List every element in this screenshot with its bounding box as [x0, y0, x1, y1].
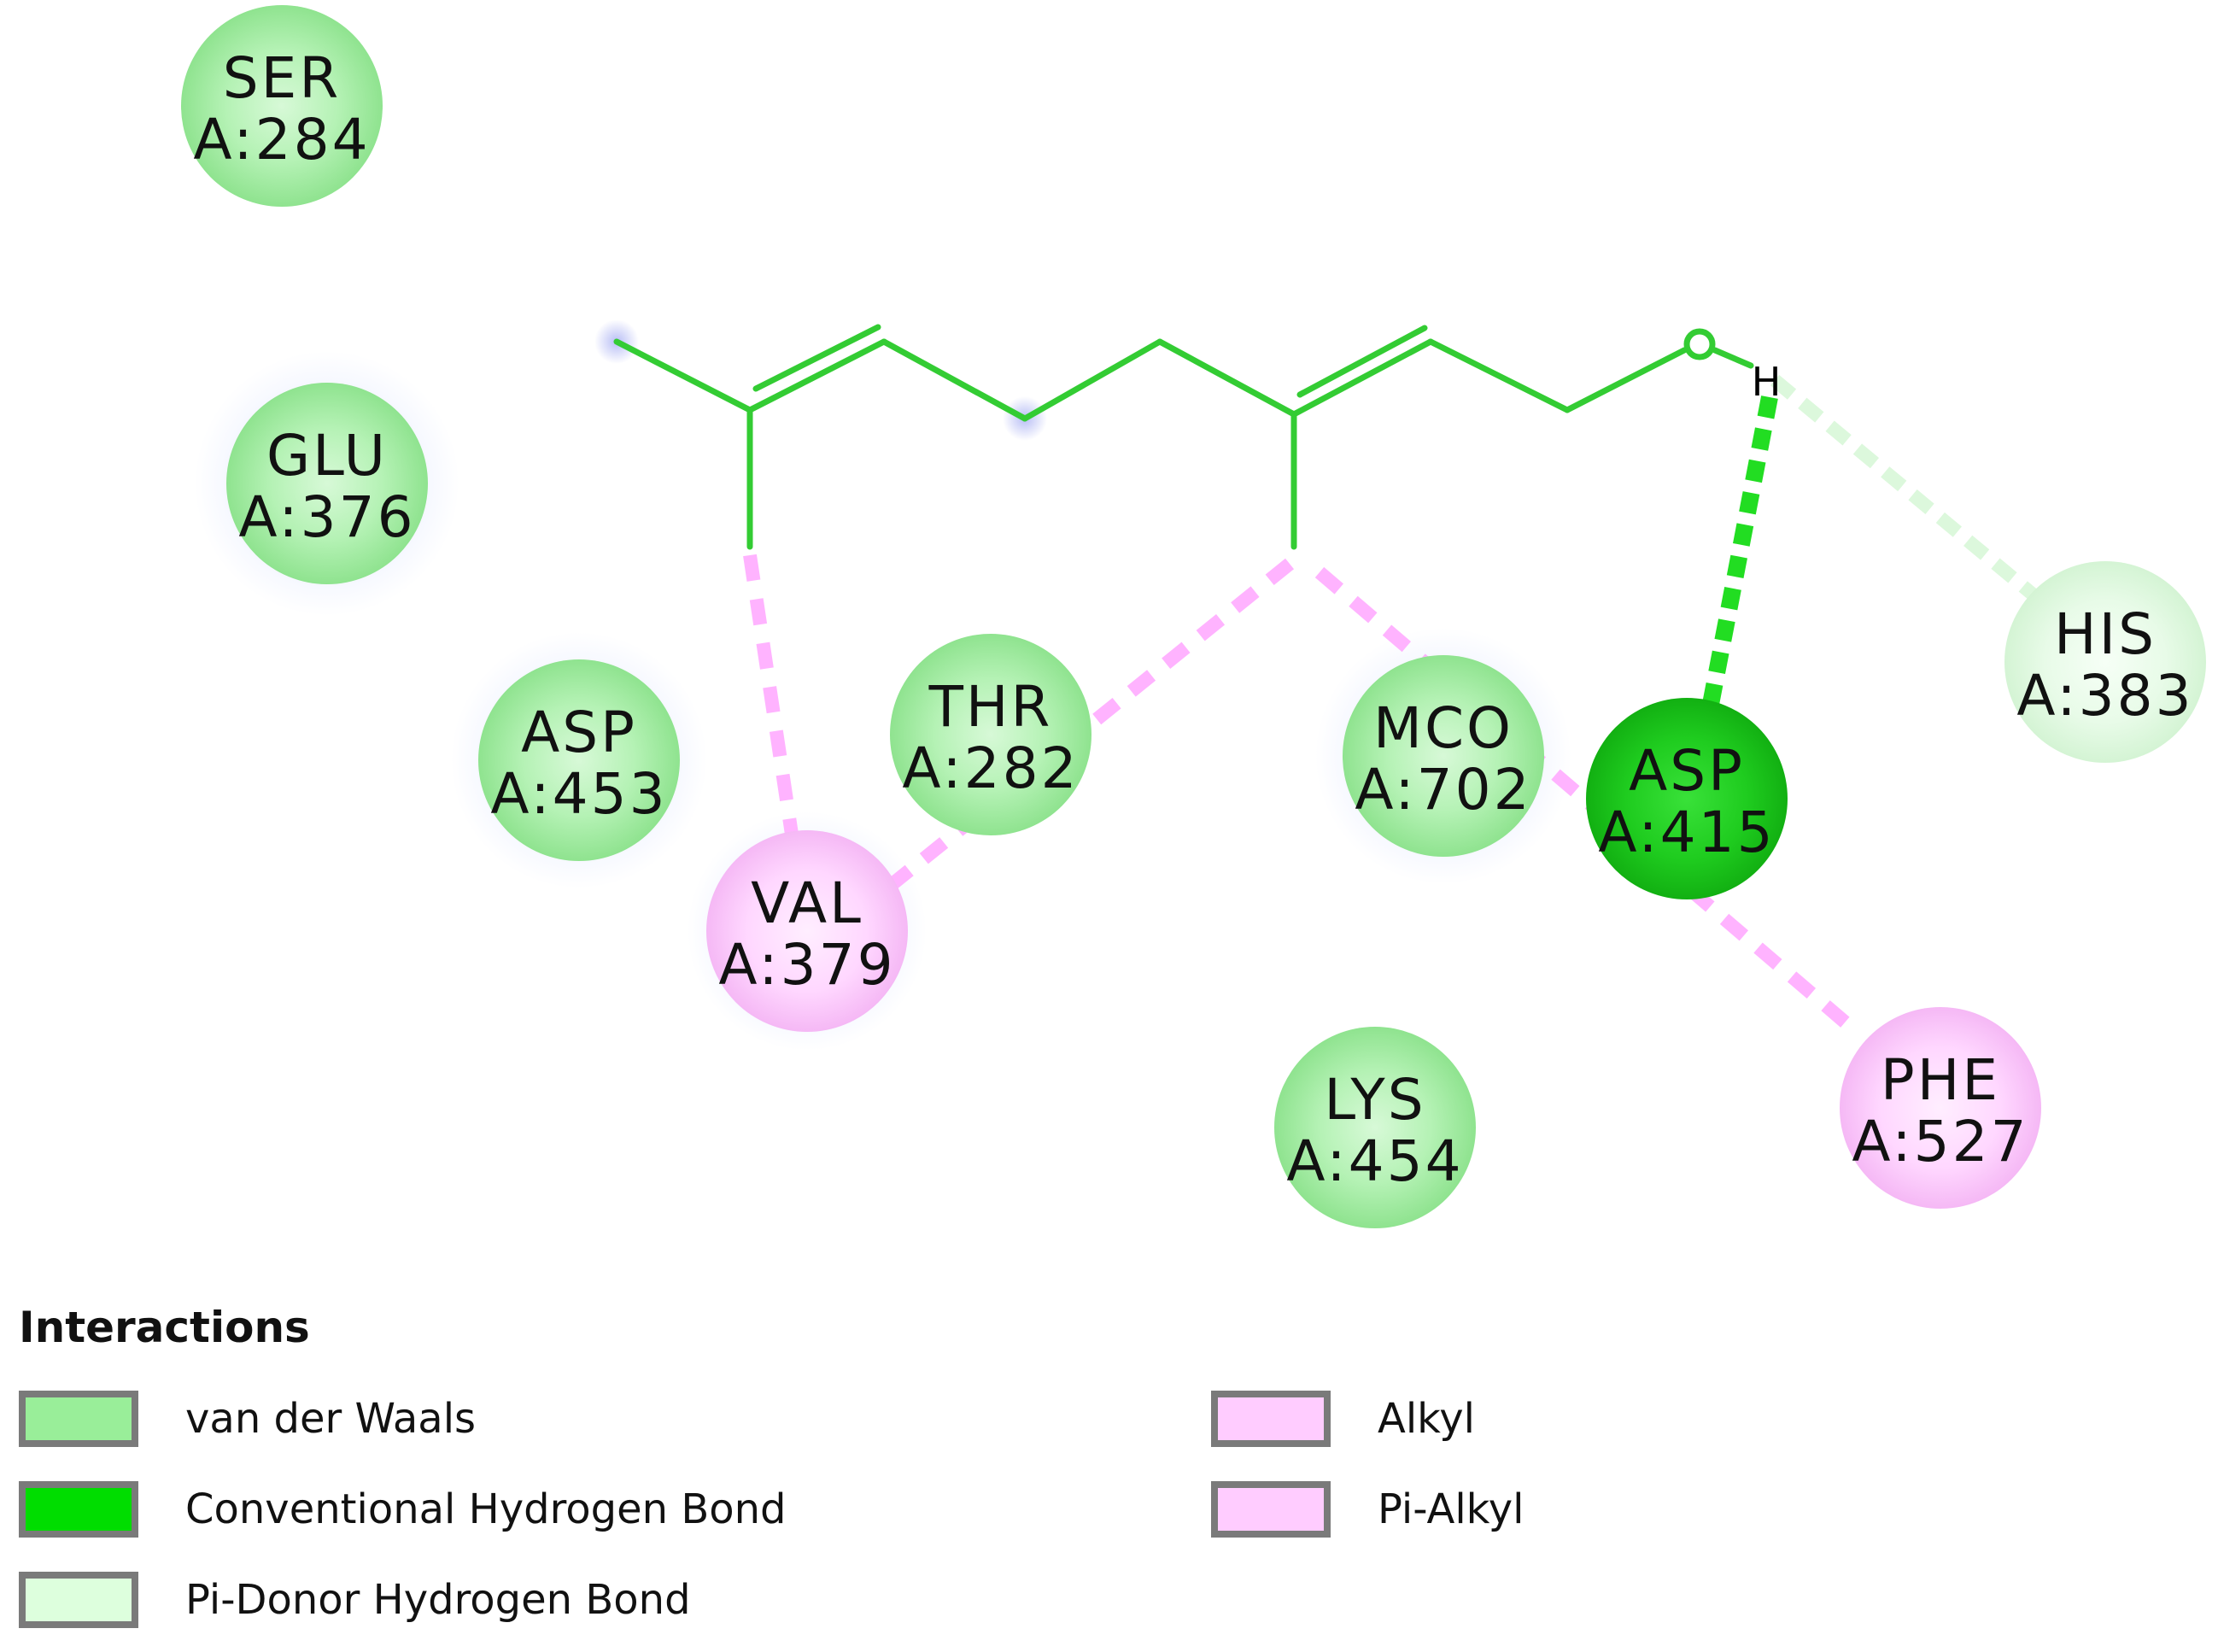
legend-title: Interactions: [19, 1303, 310, 1352]
residue-disc: [1343, 655, 1544, 857]
legend-item-conventional-hydrogen-bond: Conventional Hydrogen Bond: [19, 1475, 787, 1544]
residue-position: A:376: [238, 484, 415, 550]
bond-2a: [746, 338, 887, 413]
bond-4: [1021, 338, 1163, 422]
residue-position: A:415: [1598, 800, 1775, 865]
bond-8: [1564, 347, 1688, 413]
legend-label: Pi-Alkyl: [1378, 1485, 1525, 1533]
residue-layer: SERA:284GLUA:376ASPA:453THRA:282VALA:379…: [181, 5, 2206, 1228]
hbond-line-asp415: [1700, 395, 1778, 719]
legend-label: van der Waals: [185, 1395, 477, 1443]
residue-name: MCO: [1373, 695, 1513, 761]
residue-position: A:527: [1852, 1109, 2028, 1175]
residue-position: A:702: [1355, 757, 1531, 823]
bond-7: [1427, 338, 1571, 413]
bond-oh: [1712, 347, 1754, 369]
legend-item-pi-alkyl: Pi-Alkyl: [1211, 1475, 1525, 1544]
legend-label: Conventional Hydrogen Bond: [185, 1485, 787, 1533]
residue-position: A:282: [902, 735, 1079, 801]
residue-position: A:453: [490, 761, 667, 827]
hydrogen-atom-label: H: [1752, 359, 1782, 405]
alkyl-line-val379: [743, 554, 803, 864]
residue-disc: [890, 634, 1091, 835]
residue-name: GLU: [266, 423, 388, 489]
residue-name: ASP: [1629, 738, 1745, 804]
residue-disc: [181, 5, 383, 207]
legend-label: Pi-Donor Hydrogen Bond: [185, 1576, 691, 1624]
pi-donor-line-his383: [1770, 374, 2042, 604]
legend-swatch: [19, 1572, 138, 1628]
ligand-structure: [613, 324, 1754, 550]
residue-position: A:379: [718, 932, 895, 998]
residue-name: SER: [223, 45, 341, 111]
residue-disc: [706, 830, 908, 1032]
bond-2b: [752, 324, 881, 392]
residue-name: VAL: [751, 870, 863, 936]
residue-disc: [1586, 698, 1788, 899]
residue-disc: [478, 659, 680, 861]
bond-5: [1156, 338, 1297, 418]
legend-label: Alkyl: [1378, 1395, 1475, 1443]
legend-item-alkyl: Alkyl: [1211, 1385, 1475, 1453]
legend-item-van-der-waals: van der Waals: [19, 1385, 476, 1453]
residue-position: A:383: [2016, 663, 2193, 729]
legend-swatch: [1211, 1481, 1331, 1538]
residue-disc: [1274, 1027, 1476, 1228]
bond-6a: [1290, 338, 1434, 418]
legend-item-pi-donor-hydrogen-bond: Pi-Donor Hydrogen Bond: [19, 1566, 691, 1634]
residue-name: LYS: [1324, 1067, 1425, 1133]
legend-swatch: [19, 1391, 138, 1447]
bond-3: [881, 338, 1028, 422]
legend-swatch: [1211, 1391, 1331, 1447]
residue-disc: [226, 383, 428, 584]
residue-name: HIS: [2054, 601, 2157, 667]
residue-position: A:454: [1286, 1128, 1463, 1194]
residue-position: A:284: [193, 107, 370, 173]
residue-name: ASP: [521, 700, 637, 765]
residue-name: PHE: [1881, 1047, 2000, 1113]
residue-disc: [1840, 1007, 2041, 1209]
residue-disc: [2004, 561, 2206, 763]
legend-swatch: [19, 1481, 138, 1538]
alkyl-line-phe527: [1314, 566, 1858, 1035]
oxygen-atom-ring: [1683, 328, 1716, 360]
residue-name: THR: [928, 674, 1053, 740]
bond-6b: [1296, 325, 1428, 398]
bond-1: [613, 338, 753, 413]
